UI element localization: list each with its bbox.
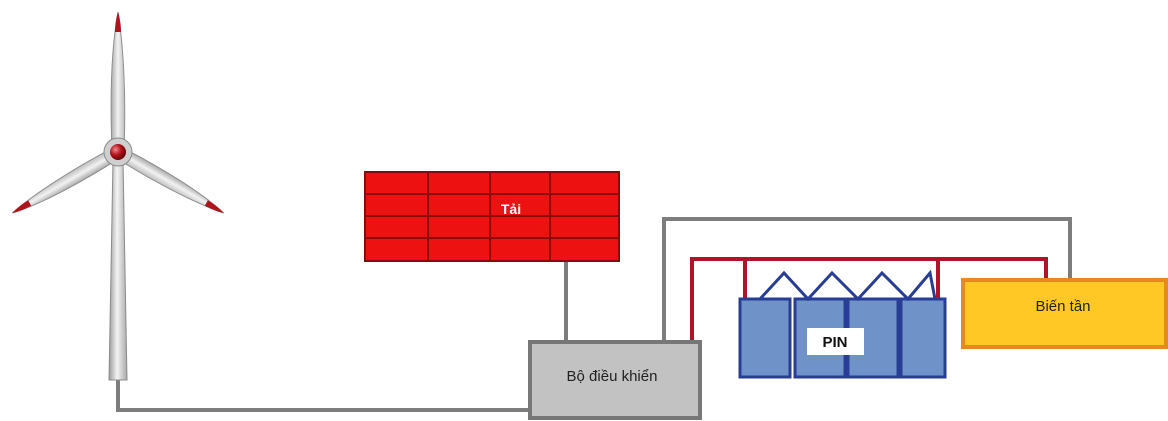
- load-panel: Tải: [364, 171, 620, 262]
- red-wires: [690, 257, 1048, 342]
- inverter-label: Biến tần: [1035, 298, 1090, 315]
- wire-controller-to-inverter: [662, 217, 1072, 342]
- turbine-tower: [108, 159, 128, 381]
- battery-bank: PIN: [738, 269, 947, 379]
- battery-cell-1: [738, 297, 792, 379]
- controller-label: Bộ điều khiển: [567, 368, 658, 385]
- wire-turbine-to-controller: [116, 380, 530, 412]
- battery-series-connector: [758, 269, 937, 302]
- inverter-box: Biến tần: [961, 278, 1168, 349]
- battery-cell-4: [899, 297, 947, 379]
- battery-label: PIN: [822, 334, 847, 351]
- wind-turbine: [12, 11, 224, 381]
- load-label: Tải: [501, 201, 521, 217]
- turbine-hub: [110, 144, 126, 160]
- wire-controller-to-battery-bus: [690, 257, 1048, 342]
- battery-label-box: [807, 328, 864, 355]
- gray-wires: [116, 217, 1072, 412]
- controller-box: Bộ điều khiển: [528, 340, 702, 420]
